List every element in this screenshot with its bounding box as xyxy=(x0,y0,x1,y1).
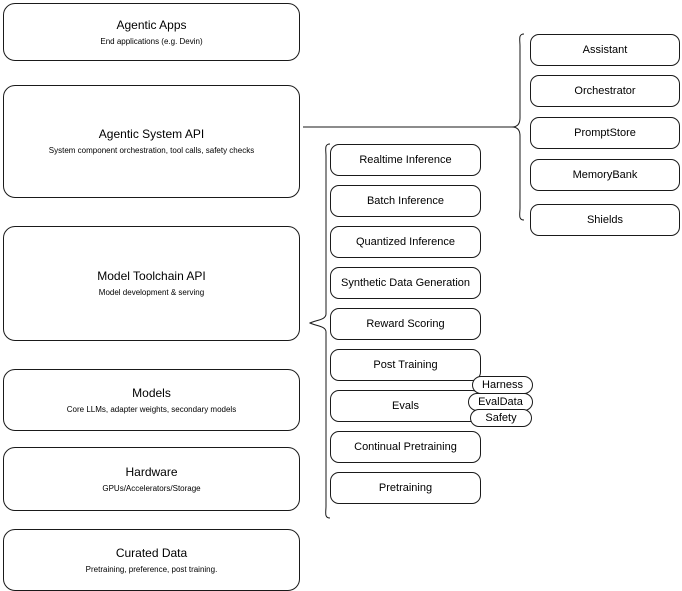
layer-subtitle: Pretraining, preference, post training. xyxy=(85,564,218,574)
node-pretraining[interactable]: Pretraining xyxy=(330,472,481,504)
node-continual-pretraining[interactable]: Continual Pretraining xyxy=(330,431,481,463)
layer-box-model-toolchain-api[interactable]: Model Toolchain API Model development & … xyxy=(3,226,300,341)
layer-subtitle: End applications (e.g. Devin) xyxy=(100,36,203,46)
subnode-safety[interactable]: Safety xyxy=(470,409,532,427)
layer-box-models[interactable]: Models Core LLMs, adapter weights, secon… xyxy=(3,369,300,431)
node-reward-scoring[interactable]: Reward Scoring xyxy=(330,308,481,340)
layer-subtitle: Core LLMs, adapter weights, secondary mo… xyxy=(66,404,237,414)
node-quantized-inference[interactable]: Quantized Inference xyxy=(330,226,481,258)
layer-subtitle: Model development & serving xyxy=(98,288,205,297)
layer-box-hardware[interactable]: Hardware GPUs/Accelerators/Storage xyxy=(3,447,300,511)
layer-title: Model Toolchain API xyxy=(97,269,206,283)
layer-box-curated-data[interactable]: Curated Data Pretraining, preference, po… xyxy=(3,529,300,591)
layer-box-agentic-system-api[interactable]: Agentic System API System component orch… xyxy=(3,85,300,198)
node-assistant[interactable]: Assistant xyxy=(530,34,680,66)
layer-subtitle: GPUs/Accelerators/Storage xyxy=(102,483,201,493)
brace-system-nodes xyxy=(511,33,525,221)
layer-subtitle: System component orchestration, tool cal… xyxy=(48,146,255,155)
layer-title: Agentic Apps xyxy=(116,17,187,32)
layer-title: Models xyxy=(132,385,171,400)
node-batch-inference[interactable]: Batch Inference xyxy=(330,185,481,217)
node-evals[interactable]: Evals xyxy=(330,390,481,422)
node-post-training[interactable]: Post Training xyxy=(330,349,481,381)
node-orchestrator[interactable]: Orchestrator xyxy=(530,75,680,107)
layer-title: Hardware xyxy=(125,464,178,479)
layer-title: Curated Data xyxy=(115,545,188,560)
node-shields[interactable]: Shields xyxy=(530,204,680,236)
node-synthetic-data-generation[interactable]: Synthetic Data Generation xyxy=(330,267,481,299)
layer-box-agentic-apps[interactable]: Agentic Apps End applications (e.g. Devi… xyxy=(3,3,300,61)
subnode-harness[interactable]: Harness xyxy=(472,376,533,394)
node-realtime-inference[interactable]: Realtime Inference xyxy=(330,144,481,176)
brace-toolchain-nodes xyxy=(308,143,331,519)
node-promptstore[interactable]: PromptStore xyxy=(530,117,680,149)
node-memorybank[interactable]: MemoryBank xyxy=(530,159,680,191)
layer-title: Agentic System API xyxy=(98,127,205,141)
